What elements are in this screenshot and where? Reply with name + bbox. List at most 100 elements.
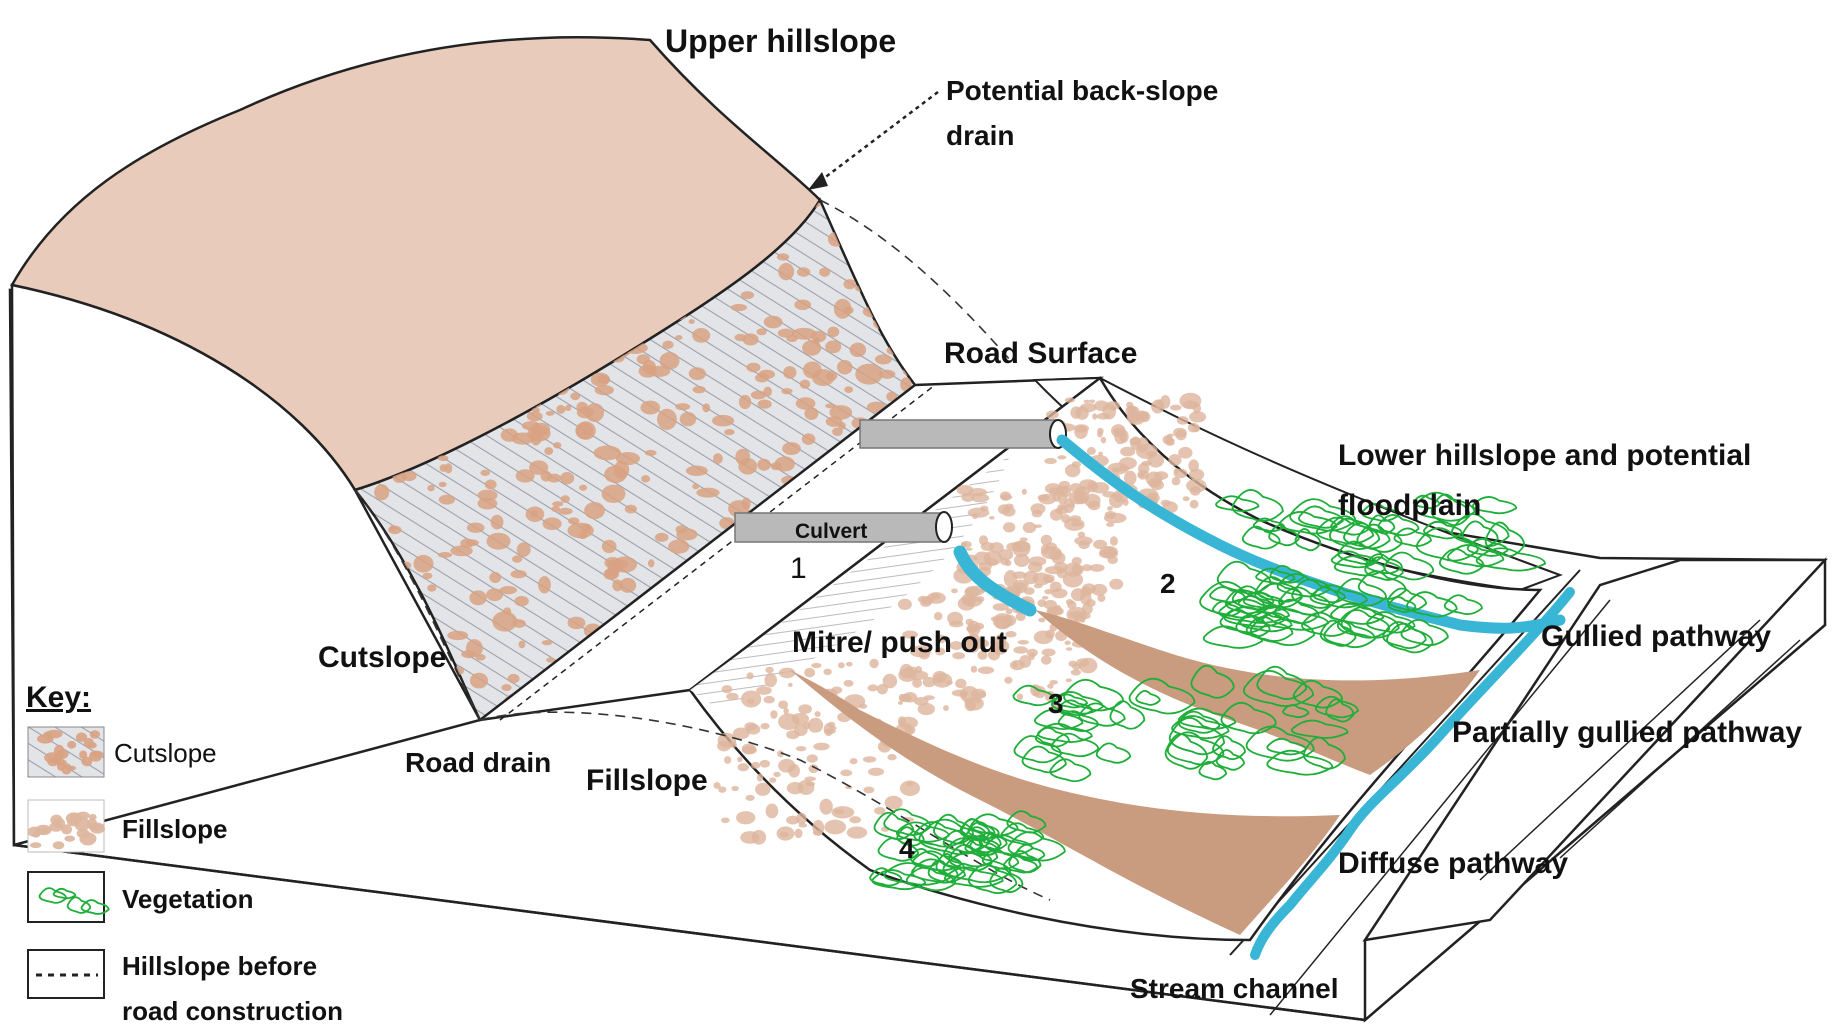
texture-blotch	[560, 472, 574, 484]
texture-blotch	[1066, 647, 1073, 651]
texture-blotch	[838, 422, 846, 430]
texture-blotch	[1071, 669, 1081, 675]
label-pathway-4: 4	[899, 833, 915, 864]
texture-blotch	[1091, 482, 1109, 493]
texture-blotch	[731, 304, 747, 311]
label-upper-hillslope: Upper hillslope	[665, 23, 896, 59]
texture-blotch	[863, 290, 888, 302]
texture-blotch	[1109, 579, 1123, 590]
texture-blotch	[738, 763, 749, 771]
texture-blotch	[855, 364, 883, 385]
texture-blotch	[625, 505, 637, 514]
texture-blotch	[553, 442, 561, 448]
texture-blotch	[802, 433, 816, 444]
texture-blotch	[460, 538, 474, 548]
texture-blotch	[811, 663, 821, 668]
texture-blotch	[951, 588, 958, 593]
texture-blotch	[1075, 612, 1090, 619]
texture-blotch	[969, 488, 987, 496]
texture-blotch	[1037, 599, 1046, 607]
texture-blotch	[1087, 447, 1096, 455]
texture-blotch	[579, 485, 587, 491]
texture-blotch	[1126, 402, 1133, 408]
label-diffuse-pathway: Diffuse pathway	[1338, 847, 1568, 880]
texture-blotch	[998, 549, 1013, 560]
texture-blotch	[898, 716, 906, 725]
texture-blotch	[721, 685, 732, 693]
texture-blotch	[655, 533, 669, 542]
texture-blotch	[526, 506, 545, 521]
texture-blotch	[1033, 524, 1042, 528]
texture-blotch	[491, 515, 504, 530]
texture-blotch	[584, 502, 605, 519]
label-partially-gullied-pathway: Partially gullied pathway	[1452, 716, 1802, 749]
texture-blotch	[863, 786, 874, 793]
texture-blotch	[787, 782, 804, 794]
texture-blotch	[764, 316, 783, 328]
texture-blotch	[581, 523, 591, 533]
texture-blotch	[804, 668, 815, 678]
texture-blotch	[1134, 410, 1149, 420]
texture-blotch	[1083, 400, 1090, 403]
texture-blotch	[760, 760, 770, 768]
texture-blotch	[777, 253, 789, 260]
texture-blotch	[1029, 653, 1035, 660]
texture-blotch	[800, 379, 811, 388]
texture-blotch	[763, 387, 772, 397]
texture-blotch	[742, 744, 756, 755]
texture-blotch	[1088, 501, 1100, 511]
texture-blotch	[565, 405, 571, 411]
texture-blotch	[745, 795, 754, 801]
texture-blotch	[1179, 393, 1201, 409]
texture-blotch	[803, 361, 822, 378]
texture-blotch	[1170, 405, 1182, 411]
texture-blotch	[1000, 491, 1011, 500]
texture-blotch	[470, 673, 488, 689]
texture-blotch	[769, 777, 776, 782]
texture-blotch	[1101, 437, 1106, 444]
texture-blotch	[847, 826, 868, 838]
texture-blotch	[1190, 486, 1201, 496]
texture-blotch	[1111, 424, 1126, 437]
texture-blotch	[765, 667, 773, 673]
texture-blotch	[831, 726, 837, 730]
texture-blotch	[696, 488, 719, 498]
texture-blotch	[489, 572, 501, 583]
texture-blotch	[1041, 655, 1052, 664]
texture-blotch	[989, 516, 995, 520]
texture-blotch	[1044, 458, 1057, 464]
texture-blotch	[1177, 416, 1189, 425]
texture-blotch	[788, 764, 800, 778]
texture-blotch	[901, 332, 913, 339]
texture-blotch	[1038, 494, 1050, 501]
texture-blotch	[823, 669, 832, 675]
dashed-line-swatch	[28, 950, 104, 998]
texture-blotch	[943, 705, 949, 711]
texture-blotch	[1072, 557, 1082, 565]
texture-blotch	[576, 402, 587, 413]
texture-blotch	[1169, 438, 1175, 446]
texture-blotch	[1004, 677, 1012, 684]
texture-blotch	[640, 401, 660, 415]
texture-blotch	[1064, 641, 1070, 646]
texture-blotch	[689, 319, 695, 324]
texture-blotch	[743, 333, 759, 345]
texture-blotch	[840, 769, 852, 776]
texture-blotch	[756, 328, 766, 335]
texture-blotch	[766, 804, 779, 819]
texture-blotch	[445, 463, 453, 473]
texture-blotch	[777, 826, 795, 840]
texture-blotch	[849, 816, 861, 823]
texture-blotch	[1018, 640, 1029, 645]
texture-blotch	[439, 482, 447, 487]
texture-blotch	[552, 501, 563, 506]
texture-blotch	[35, 825, 52, 835]
texture-blotch	[547, 473, 561, 482]
texture-blotch	[902, 282, 920, 296]
texture-blotch	[30, 842, 42, 848]
texture-blotch	[641, 475, 650, 482]
texture-blotch	[79, 751, 87, 759]
texture-blotch	[1105, 401, 1120, 410]
legend-label-hillslope-before-1: Hillslope before	[122, 951, 317, 981]
